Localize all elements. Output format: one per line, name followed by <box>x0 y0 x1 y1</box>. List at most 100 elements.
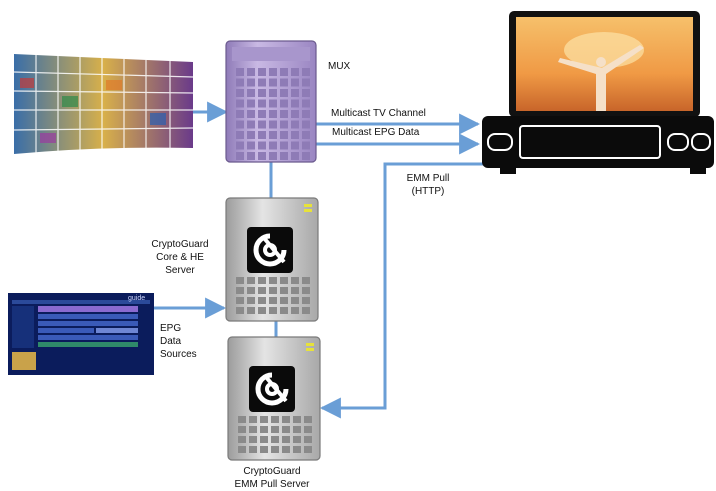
vent-cell <box>302 110 310 118</box>
emm-pull-connector <box>319 162 494 419</box>
connectors <box>154 101 494 419</box>
vent-cell <box>291 99 299 108</box>
vent-cell <box>280 141 288 150</box>
vent-cell <box>247 89 255 97</box>
vent-cell <box>269 120 277 129</box>
vent-cell <box>258 68 266 76</box>
vent-cell <box>293 446 301 453</box>
vent-cell <box>247 307 255 314</box>
vent-cell <box>269 141 277 150</box>
vent-cell <box>238 436 246 443</box>
cryptoguard-core-label: CryptoGuard Core & HE Server <box>151 239 209 276</box>
vent-cell <box>291 110 299 118</box>
vent-cell <box>293 436 301 443</box>
vent-cell <box>269 68 277 76</box>
emm-pull-label: EMM Pull (HTTP) <box>406 173 450 197</box>
vent-cell <box>302 68 310 76</box>
vent-cell <box>302 277 310 284</box>
vent-cell <box>258 277 266 284</box>
vent-cell <box>236 277 244 284</box>
vent-cell <box>260 416 268 423</box>
vent-cell <box>302 307 310 314</box>
cryptoguard-logo-icon <box>247 227 293 273</box>
vent-cell <box>280 120 288 129</box>
vent-cell <box>291 89 299 97</box>
epg-guide-brand: guide <box>128 295 145 302</box>
cryptoguard-emm-pull-server-label: CryptoGuard EMM Pull Server <box>234 466 310 490</box>
vent-cell <box>260 436 268 443</box>
vent-cell <box>291 78 299 87</box>
vent-cell <box>247 78 255 87</box>
vent-cell <box>236 78 244 87</box>
vent-cell <box>260 426 268 433</box>
vent-cell <box>280 99 288 108</box>
vent-cell <box>282 426 290 433</box>
vent-cell <box>269 131 277 139</box>
vent-cell <box>291 277 299 284</box>
vent-cell <box>304 436 312 443</box>
vent-cell <box>280 68 288 76</box>
vent-cell <box>260 446 268 453</box>
vent-cell <box>280 277 288 284</box>
vent-cell <box>304 426 312 433</box>
cryptoguard-core-server <box>225 197 319 322</box>
vent-cell <box>249 446 257 453</box>
mux-label: MUX <box>328 61 351 72</box>
vent-cell <box>249 436 257 443</box>
vent-cell <box>238 446 246 453</box>
vent-cell <box>269 89 277 97</box>
vent-cell <box>258 99 266 108</box>
vent-cell <box>280 287 288 294</box>
vent-cell <box>271 416 279 423</box>
vent-cell <box>280 110 288 118</box>
vent-cell <box>291 297 299 304</box>
vent-cell <box>280 152 288 160</box>
vent-cell <box>293 416 301 423</box>
vent-cell <box>258 152 266 160</box>
vent-cell <box>271 446 279 453</box>
cryptoguard-logo-icon <box>249 366 295 412</box>
vent-cell <box>247 68 255 76</box>
vent-cell <box>247 297 255 304</box>
vent-cell <box>258 297 266 304</box>
vent-cell <box>293 426 301 433</box>
vent-cell <box>282 436 290 443</box>
vent-cell <box>247 110 255 118</box>
vent-cell <box>304 446 312 453</box>
vent-cell <box>236 110 244 118</box>
vent-cell <box>304 416 312 423</box>
vent-cell <box>236 307 244 314</box>
vent-cell <box>280 307 288 314</box>
vent-cell <box>247 141 255 150</box>
vent-cell <box>247 287 255 294</box>
vent-cell <box>247 131 255 139</box>
vent-cell <box>302 131 310 139</box>
vent-cell <box>258 131 266 139</box>
vent-cell <box>269 99 277 108</box>
vent-cell <box>236 152 244 160</box>
vent-cell <box>269 307 277 314</box>
vent-cell <box>291 152 299 160</box>
multicast-epg-data-label: Multicast EPG Data <box>332 127 420 138</box>
vent-cell <box>282 446 290 453</box>
epg-screen-icon: guide <box>8 293 154 375</box>
vent-cell <box>258 141 266 150</box>
vent-cell <box>238 416 246 423</box>
vent-cell <box>280 131 288 139</box>
vent-cell <box>258 89 266 97</box>
vent-cell <box>271 436 279 443</box>
vent-cell <box>247 120 255 129</box>
vent-cell <box>247 99 255 108</box>
vent-cell <box>291 307 299 314</box>
vent-cell <box>236 89 244 97</box>
vent-cell <box>269 78 277 87</box>
vent-cell <box>302 78 310 87</box>
set-top-box-icon <box>482 116 714 174</box>
vent-cell <box>249 426 257 433</box>
vent-cell <box>291 131 299 139</box>
vent-cell <box>258 120 266 129</box>
video-wall-icon <box>13 54 194 154</box>
vent-cell <box>291 141 299 150</box>
vent-cell <box>280 78 288 87</box>
vent-cell <box>236 297 244 304</box>
